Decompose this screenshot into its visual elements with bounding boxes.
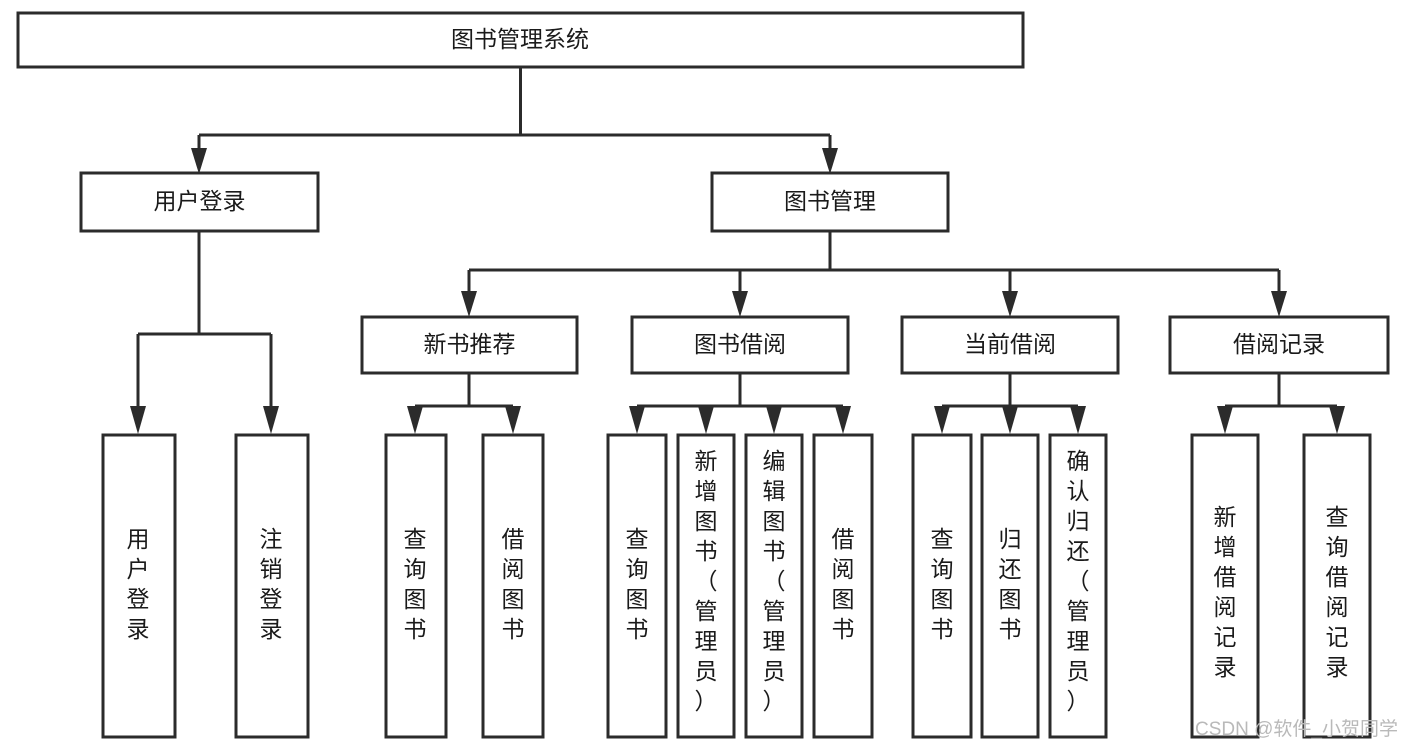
arrow-head-leaf-edit-book [766, 406, 782, 434]
node-book-borrow[interactable]: 图书借阅 [630, 315, 850, 375]
node-book-manage-label: 图书管理 [784, 188, 876, 214]
node-leaf-return-book-label: 归还图书 [999, 526, 1022, 642]
node-leaf-add-book-label: 新增图书（管理员） [695, 448, 718, 714]
node-leaf-borrow-book-1-label: 借阅图书 [502, 526, 525, 642]
arrow-head-leaf-user-login [130, 406, 146, 434]
node-leaf-confirm-return-label: 确认归还（管理员） [1067, 448, 1090, 714]
node-user-login-label: 用户登录 [154, 188, 246, 214]
arrow-head-leaf-borrow-book-2 [835, 406, 851, 434]
arrow-head-leaf-query-record [1329, 406, 1345, 434]
arrow-head-new-book-rec [461, 291, 477, 317]
arrow-head-leaf-confirm-return [1070, 406, 1086, 434]
arrow-head-leaf-add-book [698, 406, 714, 434]
node-leaf-query-book-1-label: 查询图书 [404, 526, 427, 642]
node-leaf-add-record-label: 新增借阅记录 [1214, 504, 1237, 680]
arrow-head-leaf-borrow-book-1 [505, 406, 521, 434]
node-new-book-rec-label: 新书推荐 [424, 331, 516, 357]
node-leaf-user-login[interactable]: 用户登录 [101, 433, 177, 739]
node-leaf-add-book[interactable]: 新增图书（管理员） [676, 433, 736, 739]
node-leaf-query-book-2-label: 查询图书 [626, 526, 649, 642]
arrow-head-leaf-return-book [1002, 406, 1018, 434]
node-root-label: 图书管理系统 [451, 26, 589, 52]
node-leaf-borrow-book-1[interactable]: 借阅图书 [481, 433, 545, 739]
node-leaf-query-book-2[interactable]: 查询图书 [606, 433, 668, 739]
arrow-head-book-manage [822, 148, 838, 174]
watermark-label: CSDN @软件_小贺同学 [1195, 718, 1398, 740]
arrow-head-leaf-add-record [1217, 406, 1233, 434]
node-leaf-edit-book[interactable]: 编辑图书（管理员） [744, 433, 804, 739]
node-leaf-logout[interactable]: 注销登录 [234, 433, 310, 739]
node-leaf-return-book[interactable]: 归还图书 [980, 433, 1040, 739]
node-leaf-add-record[interactable]: 新增借阅记录 [1190, 433, 1260, 739]
node-new-book-rec[interactable]: 新书推荐 [360, 315, 579, 375]
node-leaf-logout-label: 注销登录 [260, 526, 283, 642]
node-leaf-query-book-3-label: 查询图书 [931, 526, 954, 642]
node-leaf-confirm-return[interactable]: 确认归还（管理员） [1048, 433, 1108, 739]
arrow-head-leaf-query-book-3 [934, 406, 950, 434]
node-current-borrow-label: 当前借阅 [964, 331, 1056, 357]
arrow-head-leaf-query-book-2 [629, 406, 645, 434]
node-leaf-query-book-3[interactable]: 查询图书 [911, 433, 973, 739]
node-root[interactable]: 图书管理系统 [16, 11, 1025, 69]
node-book-borrow-label: 图书借阅 [694, 331, 786, 357]
node-current-borrow[interactable]: 当前借阅 [900, 315, 1120, 375]
arrow-head-leaf-logout [263, 406, 279, 434]
connector-layer [130, 67, 1345, 434]
arrow-head-user-login [191, 148, 207, 174]
arrow-head-book-borrow [732, 291, 748, 317]
arrow-head-leaf-query-book-1 [407, 406, 423, 434]
node-leaf-user-login-label: 用户登录 [127, 526, 150, 642]
node-leaf-edit-book-label: 编辑图书（管理员） [763, 448, 786, 714]
node-leaf-query-record-label: 查询借阅记录 [1326, 504, 1349, 680]
node-leaf-borrow-book-2[interactable]: 借阅图书 [812, 433, 874, 739]
node-borrow-record-label: 借阅记录 [1233, 331, 1325, 357]
arrow-head-borrow-record [1271, 291, 1287, 317]
node-user-login[interactable]: 用户登录 [79, 171, 320, 233]
node-leaf-borrow-book-2-label: 借阅图书 [832, 526, 855, 642]
node-leaf-query-record[interactable]: 查询借阅记录 [1302, 433, 1372, 739]
node-book-manage[interactable]: 图书管理 [710, 171, 950, 233]
node-borrow-record[interactable]: 借阅记录 [1168, 315, 1390, 375]
arrow-head-current-borrow [1002, 291, 1018, 317]
node-leaf-query-book-1[interactable]: 查询图书 [384, 433, 448, 739]
